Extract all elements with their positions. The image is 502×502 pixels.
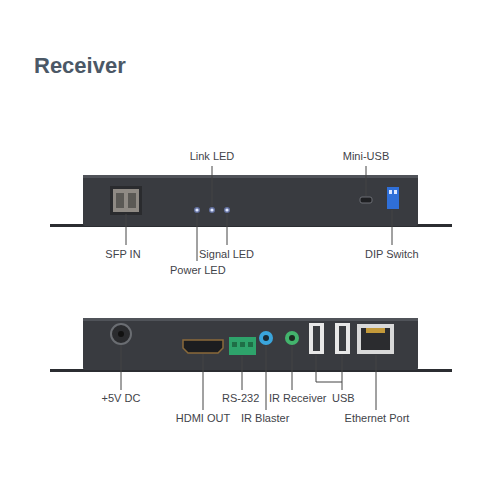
part-label: IR Receiver [269,392,326,405]
leader-lines [121,166,392,410]
back-panel [50,318,452,372]
part-label: +5V DC [102,392,141,405]
part-label: SFP IN [105,248,140,261]
part-label: HDMI OUT [176,412,230,425]
part-label: RS-232 [222,392,259,405]
part-label: DIP Switch [365,248,419,261]
diagram-title: Receiver [34,53,126,79]
part-label: Ethernet Port [345,412,410,425]
part-label: Signal LED [199,248,254,261]
part-label: IR Blaster [241,412,289,425]
part-label: Link LED [190,150,235,163]
part-label: Power LED [170,264,226,277]
part-label: Mini-USB [343,150,389,163]
part-label: USB [332,392,355,405]
